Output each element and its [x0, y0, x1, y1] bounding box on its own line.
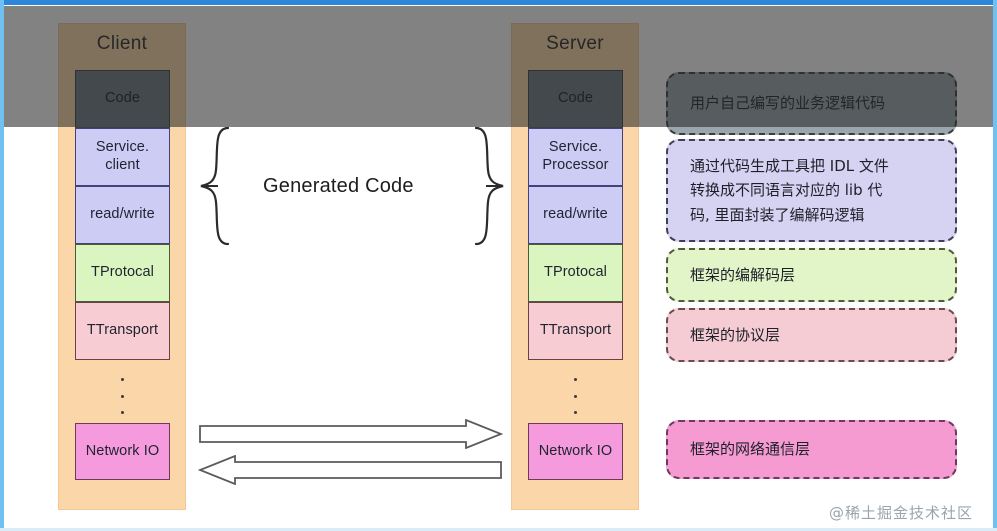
response-arrow	[198, 455, 502, 485]
client-block-service-client: Service. client	[75, 128, 170, 186]
client-block-network-io-label: Network IO	[85, 442, 160, 459]
legend-box-protocol-layer: 框架的协议层	[666, 308, 957, 362]
server-block-read-write: read/write	[528, 186, 623, 244]
server-block-tprotocal: TProtocal	[528, 244, 623, 302]
client-block-tprotocal-label: TProtocal	[91, 264, 154, 281]
legend-box-business-logic: 用户自己编写的业务逻辑代码	[666, 72, 957, 135]
dot-icon	[574, 378, 577, 381]
server-block-tprotocal-label: TProtocal	[544, 264, 607, 281]
client-block-read-write-label: read/write	[90, 206, 155, 223]
legend-box-codec-layer-text: 框架的编解码层	[690, 265, 796, 284]
dot-icon	[121, 411, 124, 414]
client-ellipsis-dots	[75, 378, 170, 414]
legend-box-generated-lib-line3: 码, 里面封装了编解码逻辑	[690, 205, 865, 224]
server-block-service-processor: Service. Processor	[528, 128, 623, 186]
server-block-code-label: Code	[557, 90, 594, 107]
server-block-ttransport-label: TTransport	[539, 322, 612, 339]
dot-icon	[574, 394, 577, 398]
client-block-service-client-label-line2: client	[105, 157, 140, 173]
dot-icon	[121, 378, 124, 381]
server-block-network-io: Network IO	[528, 423, 623, 480]
server-block-ttransport: TTransport	[528, 302, 623, 360]
client-column-title: Client	[96, 33, 148, 54]
dot-icon	[121, 394, 124, 398]
legend-box-business-logic-text: 用户自己编写的业务逻辑代码	[690, 94, 886, 113]
client-block-tprotocal: TProtocal	[75, 244, 170, 302]
frame-right-border	[993, 0, 997, 531]
legend-box-codec-layer: 框架的编解码层	[666, 248, 957, 302]
dot-icon	[574, 411, 577, 414]
legend-box-generated-lib-line2: 转换成不同语言对应的 lib 代	[690, 181, 883, 200]
client-block-ttransport: TTransport	[75, 302, 170, 360]
frame-top-border	[0, 0, 997, 5]
generated-code-label: Generated Code	[263, 175, 414, 197]
server-block-service-processor-label-line2: Processor	[542, 157, 609, 173]
client-block-code: Code	[75, 70, 170, 128]
server-block-service-processor-label-line1: Service.	[548, 139, 603, 156]
client-block-service-client-label-line1: Service.	[95, 139, 150, 156]
legend-box-network-layer: 框架的网络通信层	[666, 420, 957, 479]
legend-box-generated-lib-line1: 通过代码生成工具把 IDL 文件	[690, 157, 889, 176]
server-ellipsis-dots	[528, 378, 623, 414]
server-block-read-write-label: read/write	[543, 206, 608, 223]
legend-box-generated-lib: 通过代码生成工具把 IDL 文件 转换成不同语言对应的 lib 代 码, 里面封…	[666, 139, 957, 242]
client-block-read-write: read/write	[75, 186, 170, 244]
server-block-code: Code	[528, 70, 623, 128]
server-block-network-io-label: Network IO	[538, 442, 613, 459]
right-curly-brace	[474, 126, 504, 246]
legend-box-protocol-layer-text: 框架的协议层	[690, 325, 781, 344]
server-column-title: Server	[546, 33, 604, 54]
client-block-network-io: Network IO	[75, 423, 170, 480]
legend-box-network-layer-text: 框架的网络通信层	[690, 440, 811, 459]
frame-left-border	[0, 0, 4, 531]
request-arrow	[199, 419, 503, 449]
left-curly-brace	[200, 126, 230, 246]
client-block-code-label: Code	[104, 90, 141, 107]
watermark: @稀土掘金技术社区	[828, 504, 973, 522]
client-block-ttransport-label: TTransport	[86, 322, 159, 339]
